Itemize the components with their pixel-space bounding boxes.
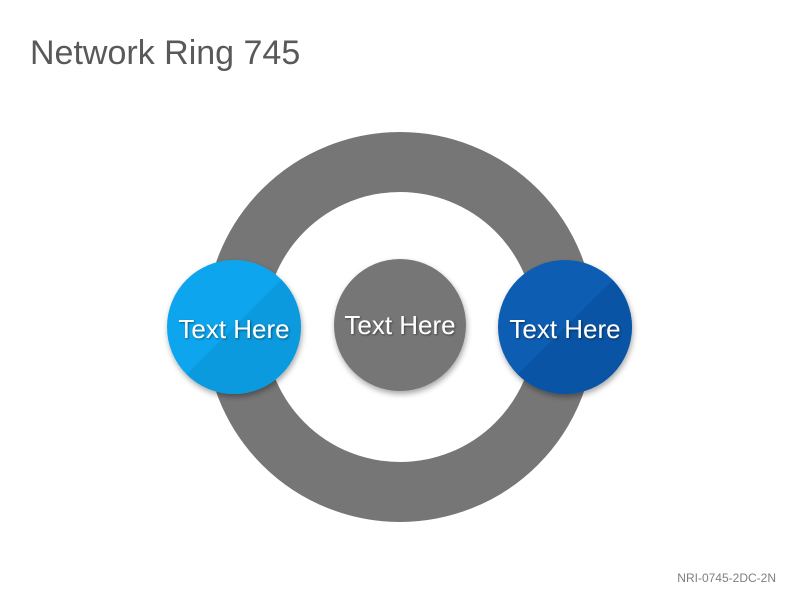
left-node-label: Text Here [178,314,289,344]
center-node-label: Text Here [344,310,455,340]
right-node-label: Text Here [509,314,620,344]
slide-title: Network Ring 745 [30,34,301,72]
product-code: NRI-0745-2DC-2N [677,571,776,585]
center-node: Text Here [334,259,466,391]
